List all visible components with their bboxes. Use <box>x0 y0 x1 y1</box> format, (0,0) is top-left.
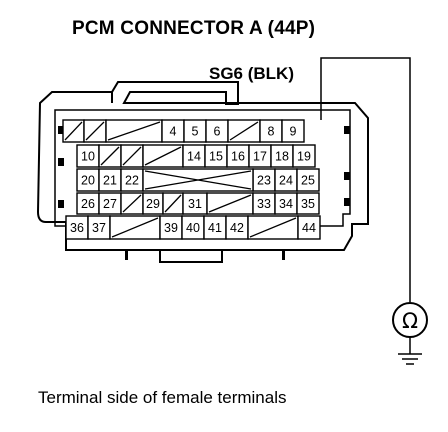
terminal-label: 9 <box>290 125 297 139</box>
terminal-label: 34 <box>279 197 293 211</box>
terminal-label: 4 <box>170 125 177 139</box>
terminal-blank <box>62 119 85 143</box>
terminal-cell: 35 <box>296 192 320 215</box>
terminal-label: 25 <box>301 174 315 188</box>
terminal-label: 21 <box>103 174 117 188</box>
terminal-label: 14 <box>187 150 201 164</box>
terminal-label: 40 <box>186 221 200 235</box>
terminal-label: 18 <box>275 150 289 164</box>
terminal-cell: 25 <box>296 168 320 192</box>
terminal-cell: 31 <box>182 192 208 215</box>
terminal-cell: 20 <box>76 168 100 192</box>
ohm-symbol: Ω <box>402 309 418 333</box>
terminal-cell: 21 <box>98 168 122 192</box>
terminal-blank <box>162 192 184 215</box>
terminal-label: 39 <box>164 221 178 235</box>
polarity-marks <box>58 126 350 260</box>
terminal-label: 26 <box>81 197 95 211</box>
terminal-blank <box>120 144 144 168</box>
terminal-cell: 29 <box>142 192 164 215</box>
terminal-label: 16 <box>231 150 245 164</box>
terminal-label: 19 <box>297 150 311 164</box>
connector-latch <box>159 250 223 263</box>
test-lead <box>320 57 411 302</box>
terminal-blank <box>142 144 184 168</box>
terminal-cell: 14 <box>182 144 206 168</box>
terminal-label: 15 <box>209 150 223 164</box>
terminal-cell: 37 <box>87 215 111 240</box>
terminal-cell: 44 <box>297 215 321 240</box>
terminal-cell: 16 <box>226 144 250 168</box>
terminal-cell: 22 <box>120 168 144 192</box>
terminal-label: 44 <box>302 221 316 235</box>
terminal-cell: 36 <box>65 215 89 240</box>
terminal-blank <box>227 119 261 143</box>
terminal-blank <box>120 192 144 215</box>
terminal-label: 36 <box>70 221 84 235</box>
terminal-label: 42 <box>230 221 244 235</box>
terminal-cell: 10 <box>76 144 100 168</box>
terminal-label: 6 <box>214 125 221 139</box>
terminal-label: 5 <box>192 125 199 139</box>
terminal-label: 33 <box>257 197 271 211</box>
terminal-cell: 33 <box>252 192 276 215</box>
terminal-label: 17 <box>253 150 267 164</box>
terminal-cell: 18 <box>270 144 294 168</box>
terminal-label: 20 <box>81 174 95 188</box>
terminal-cell: 24 <box>274 168 298 192</box>
diagram-caption: Terminal side of female terminals <box>38 388 287 407</box>
terminal-label: 41 <box>208 221 222 235</box>
terminal-blank <box>105 119 163 143</box>
terminal-blank <box>247 215 299 240</box>
terminal-cell: 34 <box>274 192 298 215</box>
terminal-cell: 6 <box>205 119 229 143</box>
terminal-cavity <box>142 168 254 192</box>
terminal-label: 10 <box>81 150 95 164</box>
terminal-label: 35 <box>301 197 315 211</box>
terminal-label: 27 <box>103 197 117 211</box>
connector-housing <box>36 81 369 251</box>
ground-icon <box>398 337 422 365</box>
terminal-cell: 17 <box>248 144 272 168</box>
terminal-blank <box>206 192 254 215</box>
terminal-cell: 42 <box>225 215 249 240</box>
terminal-cell: 39 <box>159 215 183 240</box>
terminal-grid: 4 5 6 8 9 10 14 15 16 17 18 19 20 21 22 23 24 25 26 27 29 31 3… <box>62 119 321 240</box>
terminal-label: 8 <box>268 125 275 139</box>
terminal-blank <box>98 144 122 168</box>
terminal-label: 31 <box>188 197 202 211</box>
terminal-cell: 26 <box>76 192 100 215</box>
connector-inner-frame <box>54 109 351 227</box>
terminal-label: 23 <box>257 174 271 188</box>
terminal-cell: 23 <box>252 168 276 192</box>
terminal-label: 29 <box>146 197 160 211</box>
terminal-cell: 19 <box>292 144 316 168</box>
diagram-title: PCM CONNECTOR A (44P) <box>72 18 316 39</box>
terminal-cell: 41 <box>203 215 227 240</box>
terminal-cell: 8 <box>259 119 283 143</box>
terminal-cell: 15 <box>204 144 228 168</box>
ohmmeter-icon: Ω <box>392 302 428 338</box>
terminal-label: 37 <box>92 221 106 235</box>
terminal-cell: 40 <box>181 215 205 240</box>
terminal-blank <box>109 215 161 240</box>
terminal-blank <box>83 119 107 143</box>
terminal-label: 24 <box>279 174 293 188</box>
terminal-label: 22 <box>125 174 139 188</box>
signal-label: SG6 (BLK) <box>209 64 294 83</box>
terminal-cell: 4 <box>161 119 185 143</box>
terminal-cell: 9 <box>281 119 305 143</box>
terminal-cell: 5 <box>183 119 207 143</box>
terminal-cell: 27 <box>98 192 122 215</box>
